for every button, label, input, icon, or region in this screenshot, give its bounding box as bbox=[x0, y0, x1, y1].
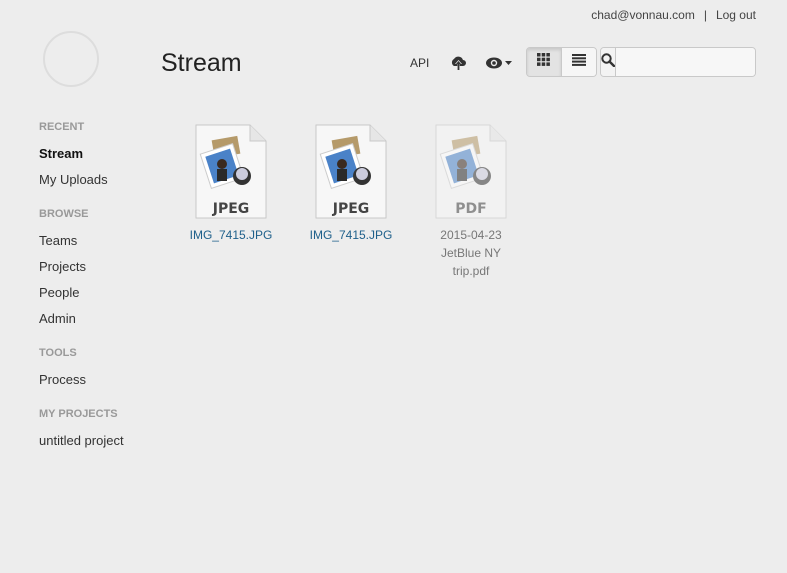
file-item[interactable]: JPEG IMG_7415.JPG bbox=[296, 124, 406, 244]
avatar[interactable] bbox=[43, 31, 99, 87]
section-recent: RECENT bbox=[39, 121, 85, 133]
sidebar-item-process[interactable]: Process bbox=[39, 372, 86, 387]
search-icon bbox=[601, 52, 616, 72]
sidebar-item-stream[interactable]: Stream bbox=[39, 146, 84, 161]
separator: | bbox=[703, 8, 707, 22]
search-input[interactable] bbox=[616, 48, 755, 76]
user-email[interactable]: chad@vonnau.com bbox=[591, 8, 695, 22]
file-name[interactable]: IMG_7415.JPG bbox=[309, 228, 393, 242]
file-name-line: JetBlue NY bbox=[440, 246, 502, 260]
api-link[interactable]: API bbox=[410, 56, 430, 70]
file-item[interactable]: JPEG IMG_7415.JPG bbox=[176, 124, 286, 244]
sidebar-item-teams[interactable]: Teams bbox=[39, 233, 78, 248]
sidebar-item-people[interactable]: People bbox=[39, 285, 80, 300]
grid-icon bbox=[537, 53, 551, 71]
grid-view-button[interactable] bbox=[527, 48, 562, 76]
section-browse: BROWSE bbox=[39, 208, 89, 220]
file-name[interactable]: IMG_7415.JPG bbox=[189, 228, 273, 242]
sidebar-item-my-uploads[interactable]: My Uploads bbox=[39, 172, 108, 187]
logout-link[interactable]: Log out bbox=[715, 8, 756, 22]
sidebar-item-projects[interactable]: Projects bbox=[39, 259, 86, 274]
list-view-button[interactable] bbox=[561, 48, 596, 76]
pdf-file-icon: PDF bbox=[435, 124, 507, 219]
file-name-line: trip.pdf bbox=[452, 264, 490, 278]
file-name-line: 2015-04-23 bbox=[440, 228, 502, 242]
sidebar-item-admin[interactable]: Admin bbox=[39, 311, 76, 326]
view-toggle bbox=[526, 47, 597, 77]
page-title: Stream bbox=[161, 49, 242, 77]
search-group bbox=[600, 47, 756, 77]
user-bar: chad@vonnau.com | Log out bbox=[591, 8, 756, 22]
sidebar-item-untitled-project[interactable]: untitled project bbox=[39, 433, 124, 448]
list-icon bbox=[571, 53, 586, 71]
section-my-projects: MY PROJECTS bbox=[39, 408, 118, 420]
file-item[interactable]: PDF 2015-04-23 JetBlue NY trip.pdf bbox=[416, 124, 526, 280]
eye-icon[interactable] bbox=[486, 56, 514, 74]
jpeg-file-icon: JPEG bbox=[315, 124, 387, 219]
file-name[interactable]: 2015-04-23 JetBlue NY trip.pdf bbox=[416, 226, 526, 280]
jpeg-file-icon: JPEG bbox=[195, 124, 267, 219]
cloud-upload-icon[interactable] bbox=[450, 55, 467, 76]
section-tools: TOOLS bbox=[39, 347, 77, 359]
file-type-label: PDF bbox=[455, 201, 486, 217]
file-type-label: JPEG bbox=[212, 201, 250, 217]
file-type-label: JPEG bbox=[332, 201, 370, 217]
search-button[interactable] bbox=[601, 48, 616, 76]
